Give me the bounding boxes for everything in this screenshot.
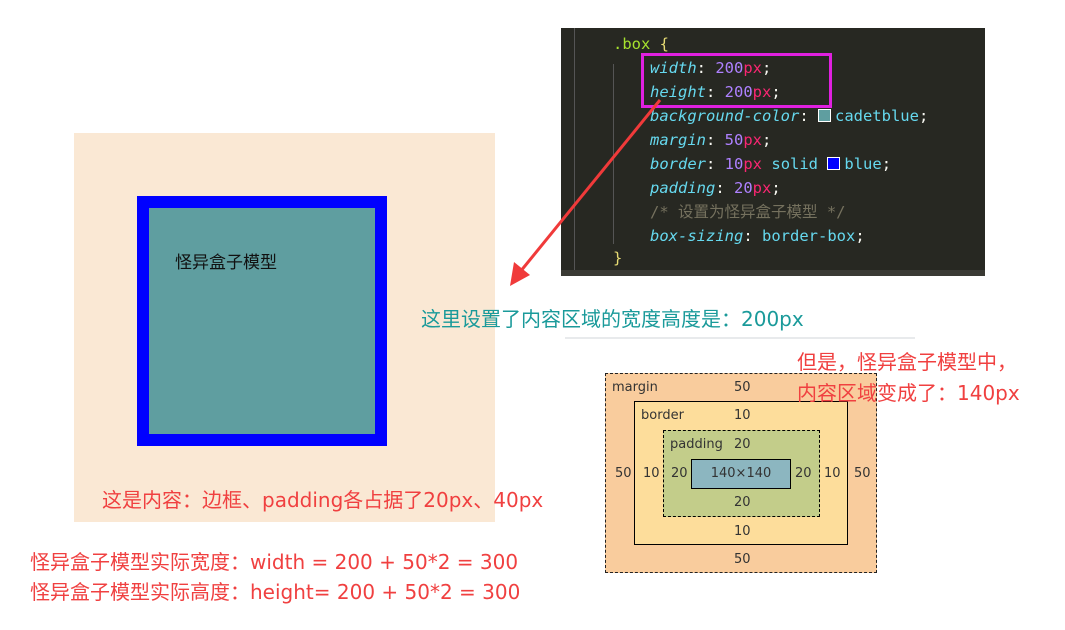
highlight-rect — [641, 53, 832, 108]
demo-box-text: 怪异盒子模型 — [175, 253, 277, 273]
content-note: 这是内容：边框、padding各占据了20px、40px — [102, 488, 544, 512]
code-editor: .box { width: 200px; height: 200px; back… — [561, 28, 985, 276]
code-line: border: 10px solid blue; — [650, 155, 892, 173]
code-line: background-color: cadetblue; — [650, 107, 929, 125]
code-comment: /* 设置为怪异盒子模型 */ — [650, 203, 846, 221]
code-line: padding: 20px; — [650, 179, 781, 197]
box-model-border: border 10 10 10 10 padding 20 20 20 20 1… — [634, 401, 848, 545]
color-swatch-icon — [817, 109, 831, 122]
actual-height-note: 怪异盒子模型实际高度：height= 200 + 50*2 = 300 — [30, 580, 521, 604]
quirks-note-line1: 但是，怪异盒子模型中， — [797, 350, 1017, 374]
code-line: width: 200px; — [650, 59, 772, 77]
code-selector: .box { — [613, 35, 670, 53]
demo-box: 怪异盒子模型 — [137, 196, 387, 446]
box-model-padding: padding 20 20 20 20 140×140 — [663, 430, 820, 517]
box-model-content: 140×140 — [691, 459, 791, 489]
color-swatch-icon — [827, 157, 841, 170]
code-line: margin: 50px; — [650, 131, 772, 149]
code-line: box-sizing: border-box; — [650, 227, 865, 245]
code-close-brace: } — [613, 249, 623, 267]
box-model-margin: margin 50 50 50 50 border 10 10 10 10 pa… — [605, 373, 877, 573]
quirks-note-line2: 内容区域变成了：140px — [797, 381, 1020, 405]
code-line: height: 200px; — [650, 83, 781, 101]
content-size-note: 这里设置了内容区域的宽度高度是：200px — [421, 307, 804, 331]
actual-width-note: 怪异盒子模型实际宽度：width = 200 + 50*2 = 300 — [30, 550, 519, 574]
